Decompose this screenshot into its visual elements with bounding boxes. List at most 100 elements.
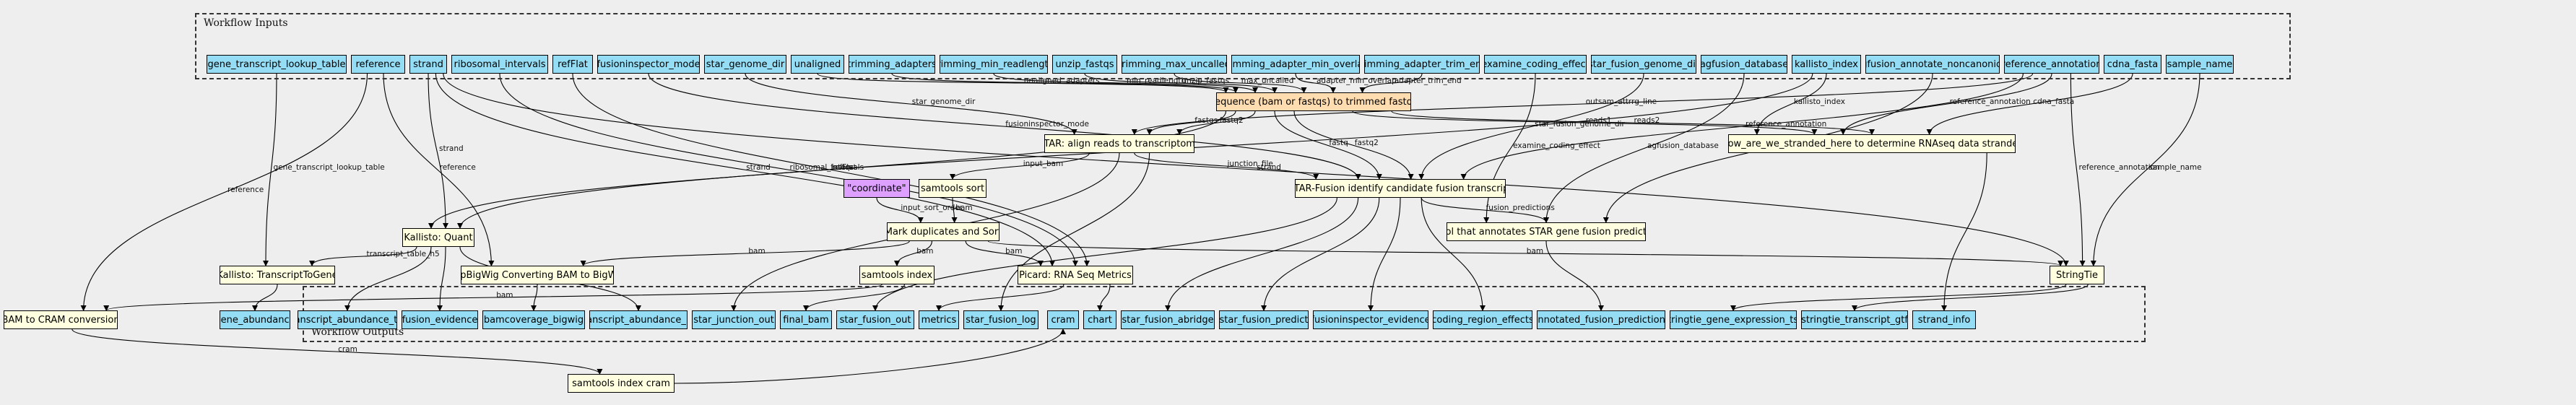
edge-label-reference_annotation: reference_annotation xyxy=(1950,97,2031,106)
input-unzip-fastqs[interactable]: unzip_fastqs xyxy=(1052,55,1117,74)
output-chart[interactable]: chart xyxy=(1083,310,1116,329)
edge-0 xyxy=(263,73,277,266)
output-star-fusion-predict[interactable]: star_fusion_predict xyxy=(1219,310,1309,329)
input-cdna-fasta[interactable]: cdna_fasta xyxy=(2104,55,2161,74)
input-trimming-adapter-trim-end[interactable]: trimming_adapter_trim_end xyxy=(1364,55,1480,74)
step-picard-metrics[interactable]: Picard: RNA Seq Metrics xyxy=(1018,266,1133,284)
input-trimming-adapter-min-overlap[interactable]: trimming_adapter_min_overlap xyxy=(1231,55,1360,74)
edge-label-cram: cram xyxy=(338,345,357,354)
output-coding-region-effects[interactable]: coding_region_effects xyxy=(1433,310,1532,329)
input-trimming-adapters[interactable]: trimming_adapters xyxy=(849,55,935,74)
edge-31 xyxy=(1274,110,1382,180)
input-star-fusion-genome-dir[interactable]: star_fusion_genome_dir xyxy=(1591,55,1696,74)
edge-label-bam: bam xyxy=(1005,247,1022,256)
input-fusioninspector-mode[interactable]: fusioninspector_mode xyxy=(597,55,700,74)
edge-63 xyxy=(1097,284,1111,311)
edge-label-reads2: reads2 xyxy=(1634,116,1660,125)
edge-27 xyxy=(1926,73,2133,135)
edge-49 xyxy=(309,246,417,266)
edge-label-bam: bam xyxy=(1527,247,1543,256)
input-reference-annotation[interactable]: reference_annotation xyxy=(2004,55,2099,74)
edge-label-star_genome_dir: star_genome_dir xyxy=(912,97,976,106)
input-trimming-min-readlength[interactable]: trimming_min_readlength xyxy=(940,55,1048,74)
edge-5 xyxy=(443,73,2069,266)
step-mark-duplicates[interactable]: Mark duplicates and Sort xyxy=(887,222,999,241)
output-star-fusion-log[interactable]: star_fusion_log xyxy=(963,310,1038,329)
workflow-inputs-cluster: Workflow Inputs xyxy=(195,13,2291,79)
output-metrics[interactable]: metrics xyxy=(919,310,959,329)
step-bam-to-cram[interactable]: BAM to CRAM conversion xyxy=(4,310,118,329)
step-coordinate-expression[interactable]: "coordinate" xyxy=(844,179,910,198)
edge-4 xyxy=(435,73,1055,266)
step-samtools-sort[interactable]: samtools sort xyxy=(919,179,986,198)
output-gene-abundance[interactable]: gene_abundance xyxy=(220,310,290,329)
edge-label-examine_coding_effect: examine_coding_effect xyxy=(1513,141,1600,150)
input-agfusion-database[interactable]: agfusion_database xyxy=(1701,55,1787,74)
step-star-fusion[interactable]: STAR-Fusion identify candidate fusion tr… xyxy=(1295,179,1506,198)
step-strandedness[interactable]: runs how_are_we_stranded_here to determi… xyxy=(1728,134,2016,153)
output-strand-info[interactable]: strand_info xyxy=(1912,310,1976,329)
input-refflat[interactable]: refFlat xyxy=(552,55,593,74)
input-ribosomal-intervals[interactable]: ribosomal_intervals xyxy=(451,55,548,74)
edge-label-input_bam: input_bam xyxy=(1023,160,1064,168)
edge-label-outsam_attrrg_line: outsam_attrrg_line xyxy=(1586,97,1657,106)
edge-label-star_fusion_genome_dir: star_fusion_genome_dir xyxy=(1535,120,1625,129)
step-samtools-index-cram[interactable]: samtools index cram xyxy=(568,374,675,393)
step-kallisto-transcript-to-gene[interactable]: Kallisto: TranscriptToGene xyxy=(220,266,335,284)
edge-label-fusioninspector_mode: fusioninspector_mode xyxy=(1005,120,1089,129)
input-agfusion-annotate-noncanonical[interactable]: agfusion_annotate_noncanonical xyxy=(1865,55,2000,74)
output-stringtie-gene-expression-tsv[interactable]: stringtie_gene_expression_tsv xyxy=(1670,310,1797,329)
input-unaligned[interactable]: unaligned xyxy=(791,55,844,74)
edge-33 xyxy=(1352,110,1818,135)
edge-label-kallisto_index: kallisto_index xyxy=(1794,97,1845,106)
step-star-align[interactable]: STAR: align reads to transcriptome xyxy=(1044,134,1194,153)
edge-1 xyxy=(80,73,368,311)
output-annotated-fusion-predictions[interactable]: annotated_fusion_predictions xyxy=(1537,310,1665,329)
step-samtools-index[interactable]: samtools index xyxy=(859,266,934,284)
step-cgpbigwig[interactable]: cgpBigWig Converting BAM to BigWig xyxy=(461,266,614,284)
input-kallisto-index[interactable]: kallisto_index xyxy=(1792,55,1861,74)
edge-59 xyxy=(531,284,538,311)
edge-24 xyxy=(1840,73,2052,135)
edge-19 xyxy=(1418,73,1644,180)
input-reference[interactable]: reference xyxy=(351,55,405,74)
edge-41 xyxy=(876,197,924,223)
edge-14 xyxy=(1174,73,1307,93)
output-cram[interactable]: cram xyxy=(1047,310,1079,329)
output-fusion-evidence[interactable]: fusion_evidence xyxy=(402,310,478,329)
output-star-fusion-out[interactable]: star_fusion_out xyxy=(836,310,914,329)
step-trim-fastqs[interactable]: sequence (bam or fastqs) to trimmed fast… xyxy=(1216,92,1411,111)
edge-label-bam: bam xyxy=(916,247,933,256)
edge-47 xyxy=(1421,197,1486,311)
edge-label-cdna_fasta: cdna_fasta xyxy=(2033,97,2074,106)
input-trimming-max-uncalled[interactable]: trimming_max_uncalled xyxy=(1122,55,1227,74)
edge-28 xyxy=(2090,73,2200,266)
edge-8 xyxy=(648,73,1361,180)
input-star-genome-dir[interactable]: star_genome_dir xyxy=(704,55,786,74)
edge-65 xyxy=(1852,284,2089,311)
step-agfusion-annotate[interactable]: A tool that annotates STAR gene fusion p… xyxy=(1447,222,1646,241)
output-stringtie-transcript-gtf[interactable]: stringtie_transcript_gtf xyxy=(1801,310,1908,329)
input-gene-transcript-lookup-table[interactable]: gene_transcript_lookup_table xyxy=(207,55,347,74)
edge-58 xyxy=(252,284,278,311)
step-stringtie[interactable]: StringTie xyxy=(2050,266,2104,284)
edge-51 xyxy=(437,246,446,311)
step-kallisto-quant[interactable]: Kallisto: Quant xyxy=(402,228,474,247)
input-sample-name[interactable]: sample_name xyxy=(2166,55,2234,74)
edge-label-input_sort_order: input_sort_order xyxy=(901,204,963,212)
output-star-junction-out[interactable]: star_junction_out xyxy=(692,310,776,329)
edge-60 xyxy=(103,284,882,311)
input-examine-coding-effect[interactable]: examine_coding_effect xyxy=(1484,55,1587,74)
output-fusioninspector-evidence[interactable]: fusioninspector_evidence xyxy=(1313,310,1428,329)
output-bamcoverage-bigwig[interactable]: bamcoverage_bigwig xyxy=(482,310,585,329)
edge-label-fastq: fastq xyxy=(1329,139,1348,147)
edge-label-ribosomal_intervals: ribosomal_intervals xyxy=(790,163,864,172)
edge-label-fastq2: fastq2 xyxy=(1220,116,1244,125)
input-strand[interactable]: strand xyxy=(409,55,447,74)
output-final-bam[interactable]: final_bam xyxy=(780,310,832,329)
edge-label-strand: strand xyxy=(439,144,464,153)
output-transcript-abundance-tsv[interactable]: transcript_abundance_tsv xyxy=(298,310,397,329)
output-transcript-abundance-h5[interactable]: transcript_abundance_h5 xyxy=(589,310,688,329)
output-star-fusion-abridge[interactable]: star_fusion_abridge xyxy=(1121,310,1215,329)
edge-3 xyxy=(428,73,448,229)
